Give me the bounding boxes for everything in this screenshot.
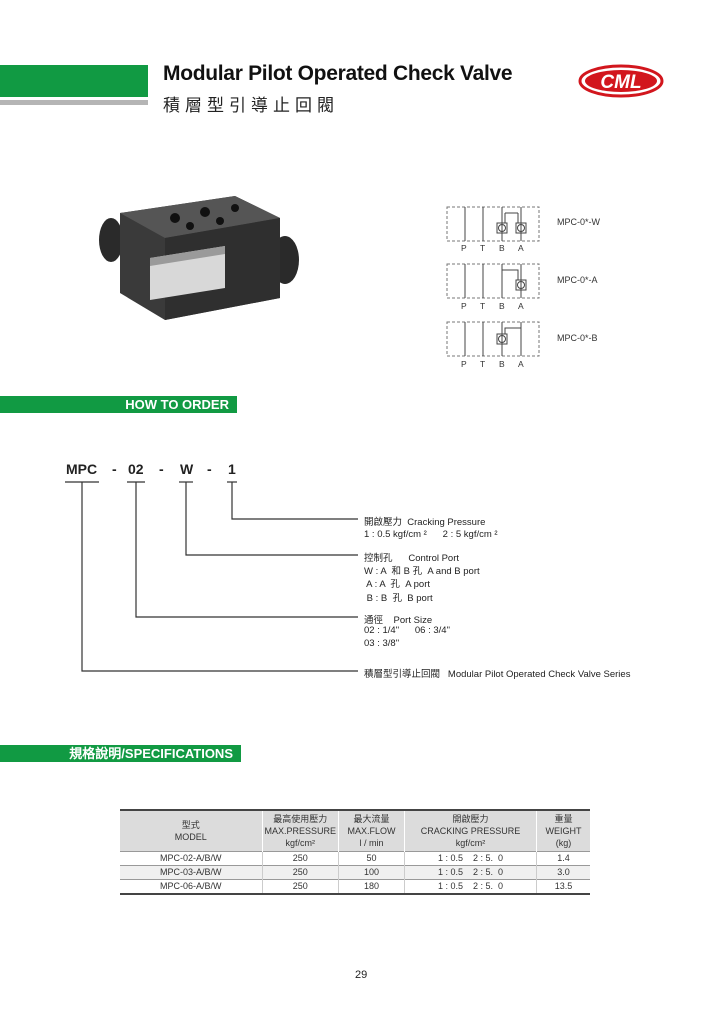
port-t: T bbox=[480, 301, 486, 311]
header-max-flow: 最大流量 MAX.FLOW l / min bbox=[338, 810, 405, 852]
how-to-order-heading: HOW TO ORDER bbox=[0, 396, 237, 413]
port-b: B bbox=[499, 301, 505, 311]
control-port-title: 控制孔 Control Port bbox=[364, 553, 460, 564]
port-size-options-2: 03 : 3/8" bbox=[364, 638, 400, 649]
cracking-pressure-title: 開啟壓力 Cracking Pressure bbox=[364, 517, 486, 528]
control-port-b: B : B 孔 B port bbox=[364, 593, 433, 604]
header-en: WEIGHT bbox=[545, 826, 582, 836]
port-t: T bbox=[480, 243, 486, 253]
header-max-pressure: 最高使用壓力 MAX.PRESSURE kgf/cm² bbox=[261, 810, 339, 852]
series-description: 積層型引導止回閥 Modular Pilot Operated Check Va… bbox=[364, 669, 631, 680]
code-dash: - bbox=[112, 461, 117, 477]
port-b: B bbox=[499, 243, 505, 253]
cell-pressure: 250 bbox=[261, 865, 339, 880]
page-number: 29 bbox=[355, 969, 368, 981]
port-size-options: 02 : 1/4" 06 : 3/4" bbox=[364, 625, 450, 636]
header-zh: 重量 bbox=[554, 814, 573, 824]
header-unit: kgf/cm² bbox=[285, 838, 316, 848]
cell-model: MPC-02-A/B/W bbox=[120, 851, 262, 866]
header-zh: 開啟壓力 bbox=[452, 814, 489, 824]
cell-model: MPC-06-A/B/W bbox=[120, 879, 262, 894]
header-en: MAX.PRESSURE bbox=[264, 826, 337, 836]
symbol-label: MPC-0*-W bbox=[557, 217, 600, 227]
control-port-a: A : A 孔 A port bbox=[364, 579, 431, 590]
symbol-label: MPC-0*-B bbox=[557, 333, 598, 343]
cell-cracking: 1 : 0.5 2 : 5. 0 bbox=[404, 851, 537, 866]
cell-weight: 1.4 bbox=[536, 851, 590, 866]
cell-flow: 50 bbox=[338, 851, 405, 866]
cml-logo: CML bbox=[578, 64, 664, 98]
svg-text:CML: CML bbox=[600, 72, 641, 93]
code-dash: - bbox=[159, 461, 164, 477]
cracking-pressure-options: 1 : 0.5 kgf/cm ² 2 : 5 kgf/cm ² bbox=[364, 529, 498, 540]
specifications-table: 型式 MODEL 最高使用壓力 MAX.PRESSURE kgf/cm² 最大流量 MA… bbox=[120, 809, 590, 895]
header-en: MODEL bbox=[174, 832, 207, 842]
code-port-size: 02 bbox=[128, 461, 144, 477]
header-zh: 最高使用壓力 bbox=[273, 814, 328, 824]
header-weight: 重量 WEIGHT (kg) bbox=[536, 810, 590, 852]
cell-pressure: 250 bbox=[261, 879, 339, 894]
header-cracking-pressure: 開啟壓力 CRACKING PRESSURE kgf/cm² bbox=[404, 810, 537, 852]
specifications-heading: 規格說明/SPECIFICATIONS bbox=[0, 745, 241, 762]
code-cracking-pressure: 1 bbox=[228, 461, 236, 477]
port-p: P bbox=[461, 359, 467, 369]
cell-model: MPC-03-A/B/W bbox=[120, 865, 262, 880]
cell-cracking: 1 : 0.5 2 : 5. 0 bbox=[404, 879, 537, 894]
cell-flow: 180 bbox=[338, 879, 405, 894]
cell-cracking: 1 : 0.5 2 : 5. 0 bbox=[404, 865, 537, 880]
header-zh: 型式 bbox=[181, 820, 200, 830]
header-unit: l / min bbox=[359, 838, 384, 848]
header-model: 型式 MODEL bbox=[120, 810, 262, 852]
header-unit: kgf/cm² bbox=[455, 838, 486, 848]
product-image bbox=[95, 188, 305, 323]
port-size-title: 通徑 Port Size bbox=[364, 615, 433, 626]
header-gray-bar bbox=[0, 100, 148, 105]
header-en: MAX.FLOW bbox=[347, 826, 396, 836]
symbol-a-diagram bbox=[446, 263, 540, 299]
code-series: MPC bbox=[66, 461, 98, 477]
symbol-label: MPC-0*-A bbox=[557, 275, 598, 285]
header-en: CRACKING PRESSURE bbox=[420, 826, 521, 836]
page-title: Modular Pilot Operated Check Valve bbox=[163, 62, 513, 85]
port-a: A bbox=[518, 359, 524, 369]
header-green-bar bbox=[0, 65, 148, 97]
port-a: A bbox=[518, 243, 524, 253]
code-dash: - bbox=[207, 461, 212, 477]
cell-pressure: 250 bbox=[261, 851, 339, 866]
code-control-port: W bbox=[180, 461, 194, 477]
table-header-row: 型式 MODEL 最高使用壓力 MAX.PRESSURE kgf/cm² 最大流量 MA… bbox=[120, 810, 590, 852]
port-p: P bbox=[461, 243, 467, 253]
cell-weight: 3.0 bbox=[536, 865, 590, 880]
port-a: A bbox=[518, 301, 524, 311]
port-b: B bbox=[499, 359, 505, 369]
symbol-b-diagram bbox=[446, 321, 540, 357]
control-port-w: W : A 和 B 孔 A and B port bbox=[364, 566, 480, 577]
order-leader-lines bbox=[65, 481, 358, 672]
port-p: P bbox=[461, 301, 467, 311]
header-zh: 最大流量 bbox=[353, 814, 390, 824]
port-t: T bbox=[480, 359, 486, 369]
symbol-w-diagram bbox=[446, 206, 540, 242]
header-unit: (kg) bbox=[555, 838, 572, 848]
page-subtitle: 積層型引導止回閥 bbox=[163, 96, 339, 116]
cell-flow: 100 bbox=[338, 865, 405, 880]
cell-weight: 13.5 bbox=[536, 879, 590, 894]
